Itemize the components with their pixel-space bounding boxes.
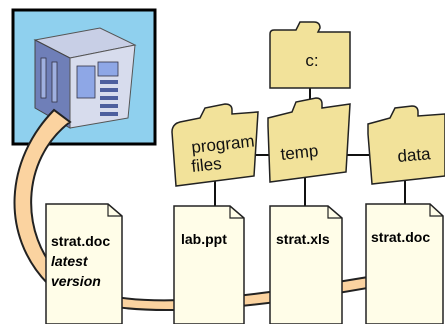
document-icon	[365, 203, 444, 324]
server-panel	[11, 8, 157, 146]
folder-root: c:	[269, 21, 351, 89]
folder-program-label-line2: files	[190, 154, 222, 176]
document-lab-name: lab.ppt	[181, 231, 227, 247]
document-xls-name: strat.xls	[276, 231, 330, 247]
folder-temp: temp	[267, 97, 351, 183]
folder-temp-label: temp	[280, 141, 320, 164]
folder-data: data	[367, 105, 445, 185]
server-icon	[33, 27, 137, 129]
folder-program-files: program files	[171, 103, 259, 187]
folder-data-label: data	[397, 144, 432, 166]
document-local-note-1: latest	[51, 253, 89, 269]
document-target-strat: strat.doc	[365, 203, 444, 324]
folder-icon	[267, 97, 351, 183]
document-icon	[173, 205, 245, 324]
document-local-name: strat.doc	[51, 233, 110, 249]
document-icon	[269, 205, 343, 324]
document-icon	[45, 203, 123, 324]
folder-icon	[171, 103, 259, 187]
document-lab-ppt: lab.ppt	[173, 205, 245, 324]
folder-icon	[367, 105, 445, 185]
document-target-name: strat.doc	[371, 229, 430, 245]
folder-root-label: c:	[305, 51, 318, 70]
document-local-note-2: version	[51, 273, 101, 289]
folder-icon	[269, 21, 351, 89]
document-strat-xls: strat.xls	[269, 205, 343, 324]
document-local-strat: strat.doc latest version	[45, 203, 123, 324]
